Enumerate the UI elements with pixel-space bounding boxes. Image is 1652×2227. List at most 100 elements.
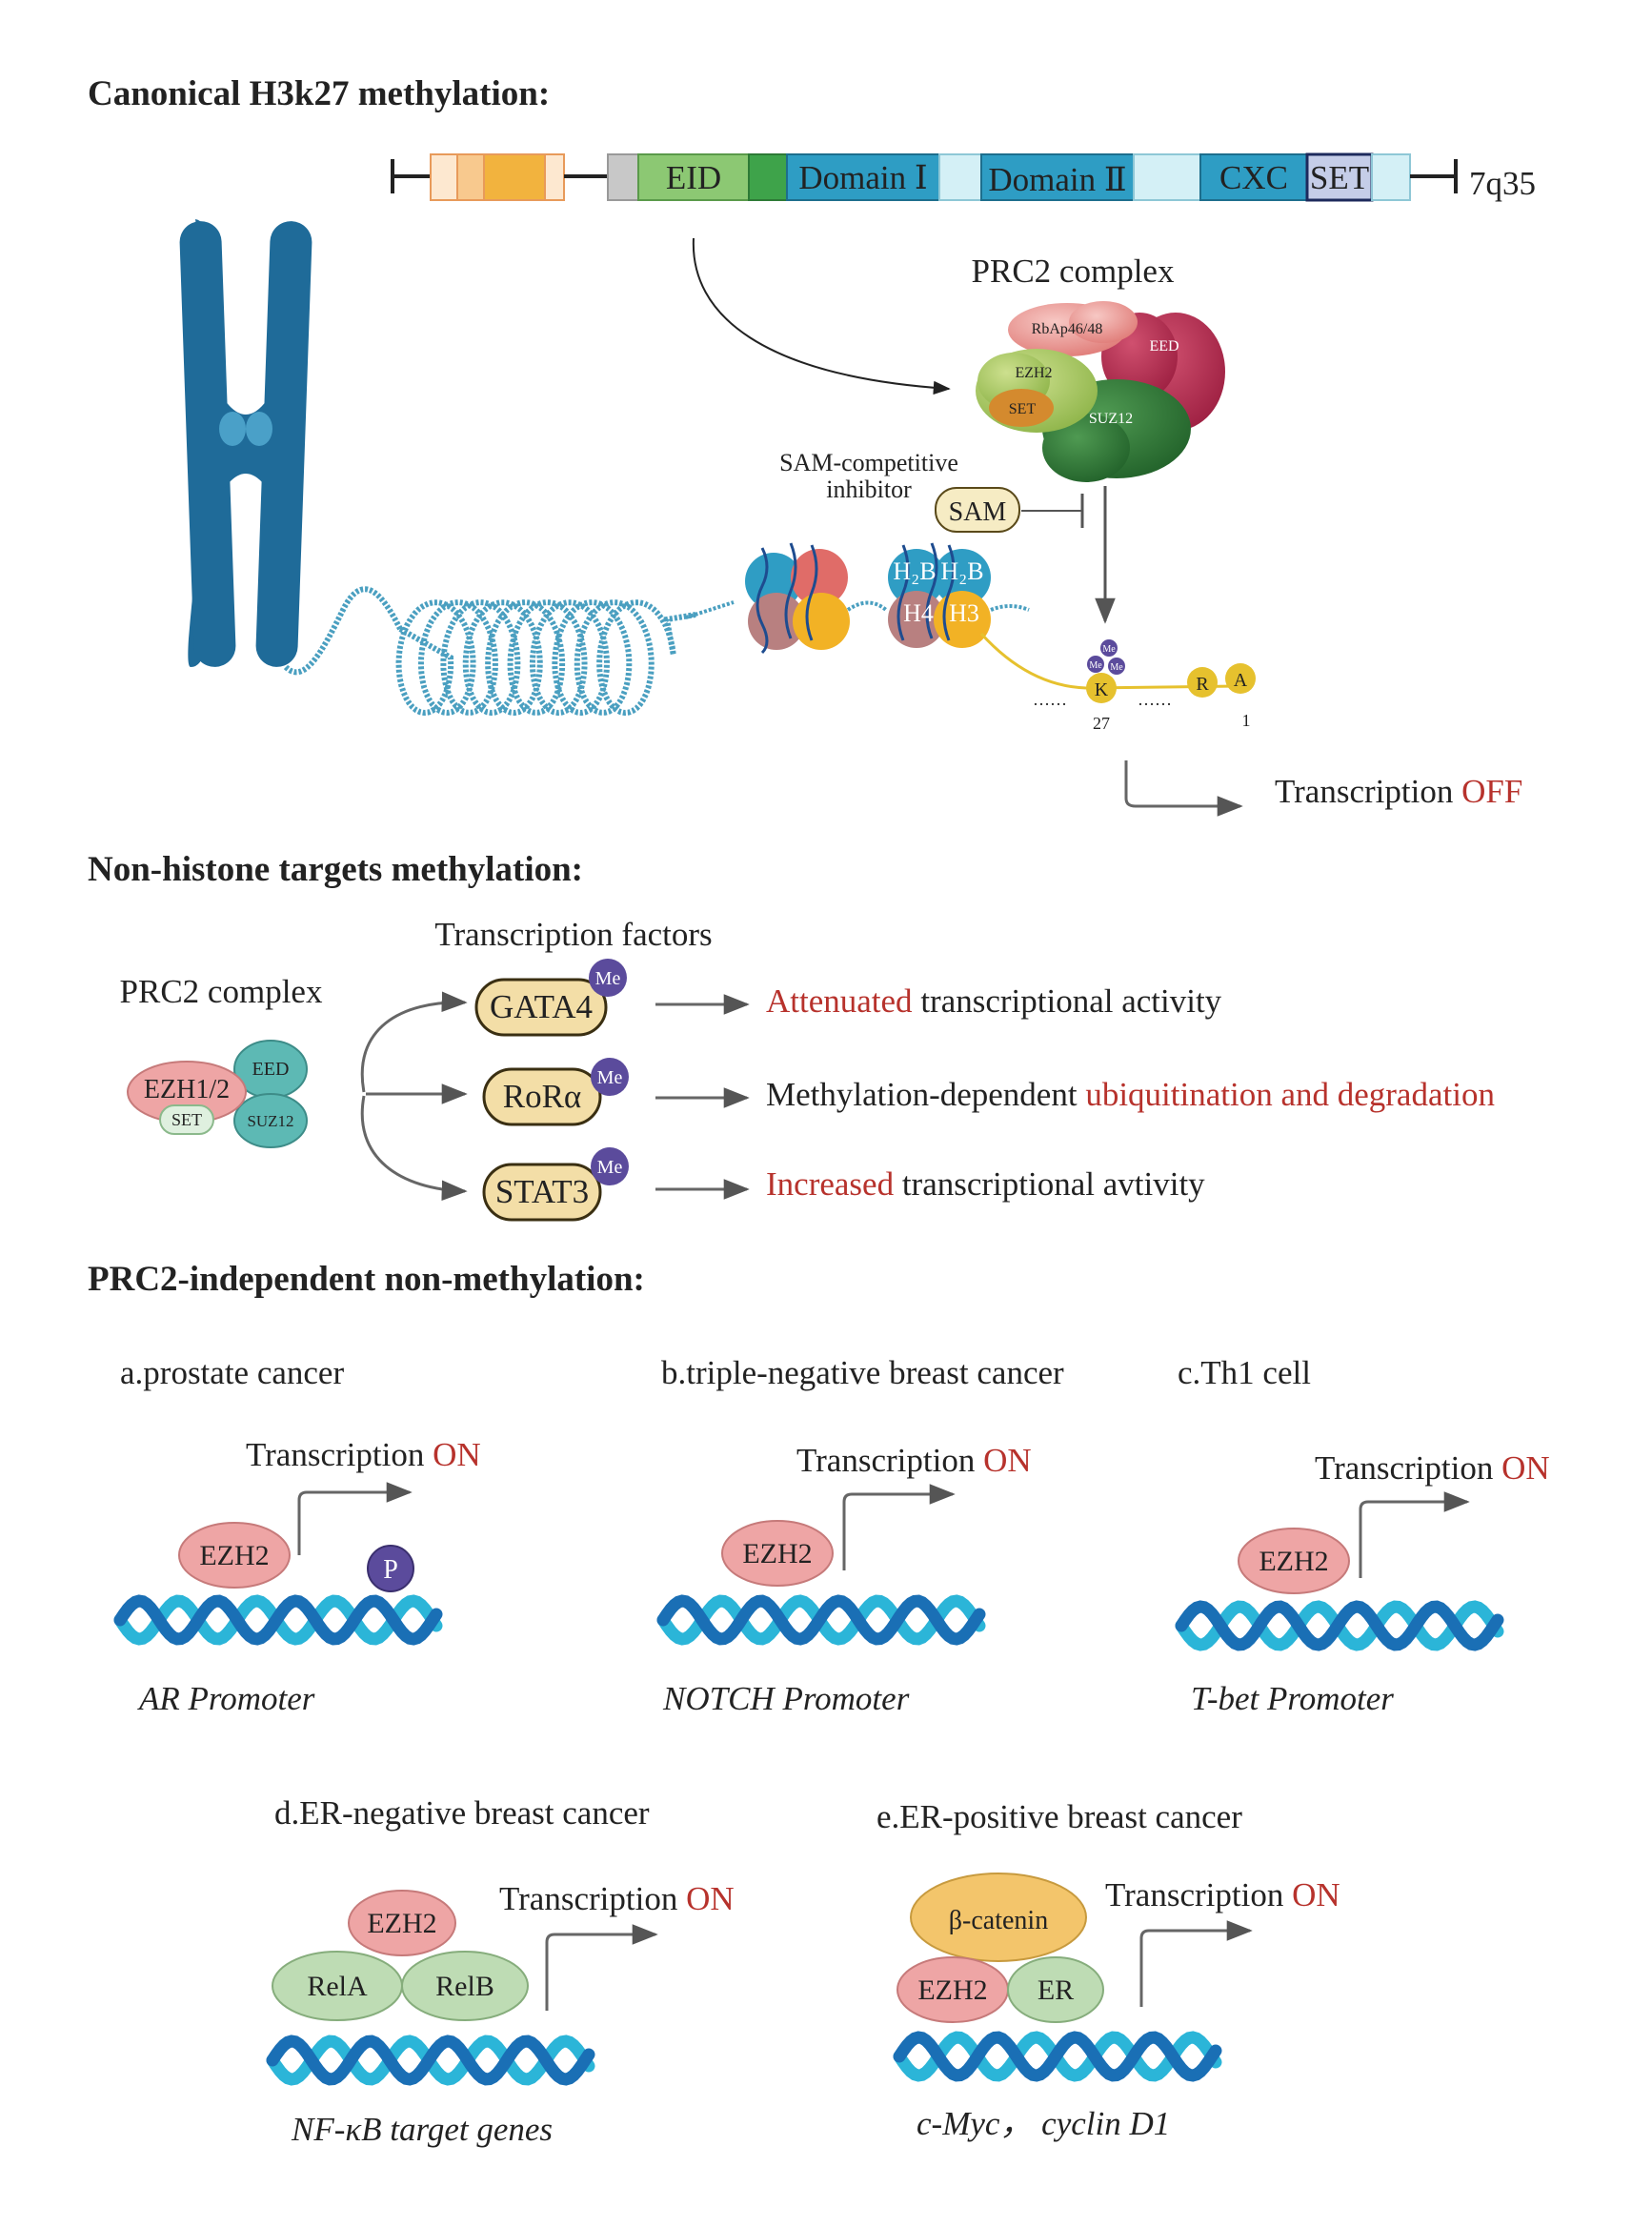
residue-a-label: A bbox=[1234, 670, 1248, 691]
case-e-right-label: ER bbox=[1038, 1974, 1074, 2006]
residue-r bbox=[1187, 667, 1218, 698]
case-d-transcription: Transcription ON bbox=[499, 1880, 735, 1917]
me-mark-3 bbox=[1108, 658, 1125, 675]
residue-pos-1: 1 bbox=[1242, 711, 1251, 730]
tf-title: Transcription factors bbox=[434, 916, 712, 953]
case-d-promoter: NF-κB target genes bbox=[291, 2111, 553, 2148]
me-mark-2 bbox=[1087, 656, 1104, 673]
case-e-left-label: EZH2 bbox=[917, 1974, 987, 2006]
case-b-protein bbox=[721, 1520, 834, 1587]
case-a-phospho-label: P bbox=[383, 1555, 398, 1585]
case-b-transcription: Transcription ON bbox=[796, 1442, 1032, 1479]
me-stat3: Me bbox=[597, 1157, 623, 1178]
tf-stat3 bbox=[482, 1147, 629, 1222]
case-d-left-label: RelA bbox=[307, 1971, 368, 2002]
residue-k-label: K bbox=[1095, 679, 1109, 700]
case-b-title: b.triple-negative breast cancer bbox=[661, 1354, 1064, 1391]
case-a-promoter: AR Promoter bbox=[137, 1680, 315, 1717]
gene-to-complex-arrow bbox=[692, 237, 951, 395]
prc2-title-top: PRC2 complex bbox=[972, 253, 1175, 290]
branch-arrow-stat3 bbox=[360, 1095, 468, 1202]
me-text-3: Me bbox=[1110, 662, 1123, 673]
heading-non-histone: Non-histone targets methylation: bbox=[88, 850, 583, 889]
sam-label: SAM bbox=[949, 497, 1007, 527]
outcome-stat3: Increased transcriptional avtivity bbox=[766, 1165, 1205, 1203]
case-d-dna bbox=[266, 2035, 595, 2086]
case-e-title: e.ER-positive breast cancer bbox=[876, 1798, 1242, 1835]
case-d-top bbox=[348, 1890, 456, 1956]
tf-gata4 bbox=[474, 959, 627, 1037]
transcription-off-arrow bbox=[1124, 760, 1243, 817]
case-e-right bbox=[1007, 1956, 1104, 2023]
sam-caption-2: inhibitor bbox=[826, 476, 912, 503]
case-c-promoter: T-bet Promoter bbox=[1191, 1680, 1394, 1717]
case-c-arrow bbox=[1359, 1491, 1470, 1578]
case-a-dna bbox=[113, 1594, 443, 1646]
subunit-eed-top: EED bbox=[1149, 338, 1179, 354]
residue-k bbox=[1086, 673, 1117, 703]
case-d-right bbox=[401, 1951, 529, 2021]
me-text-1: Me bbox=[1102, 644, 1116, 655]
histone-h2b-a: H₂B bbox=[893, 557, 936, 585]
case-a-protein-label: EZH2 bbox=[199, 1540, 269, 1571]
domain-set: SET bbox=[1310, 159, 1369, 196]
me-mark-1 bbox=[1100, 639, 1118, 657]
nucleosome-right bbox=[888, 542, 991, 648]
tail-dots-left: …… bbox=[1033, 690, 1067, 709]
case-c-transcription: Transcription ON bbox=[1315, 1449, 1550, 1487]
tf-stat3-label: STAT3 bbox=[495, 1173, 589, 1210]
tf-rora bbox=[482, 1058, 629, 1126]
tail-dots-right: …… bbox=[1138, 690, 1172, 709]
domain-eid: EID bbox=[666, 159, 721, 196]
case-a-phospho bbox=[367, 1545, 414, 1592]
case-d-right-label: RelB bbox=[435, 1971, 494, 2002]
subunit-ezh2-top: EZH2 bbox=[1015, 365, 1052, 381]
case-e-top bbox=[910, 1873, 1087, 1962]
outcome-rora: Methylation-dependent ubiquitination and… bbox=[766, 1076, 1495, 1113]
prc2-complex-icon bbox=[976, 301, 1225, 482]
case-c-dna bbox=[1175, 1600, 1504, 1651]
case-c-protein bbox=[1238, 1528, 1350, 1594]
case-e-top-label: β-catenin bbox=[949, 1906, 1048, 1935]
transcription-off-label: Transcription OFF bbox=[1275, 773, 1522, 810]
case-d-arrow bbox=[545, 1924, 658, 2011]
case-c-protein-label: EZH2 bbox=[1259, 1546, 1328, 1577]
me-gata4: Me bbox=[595, 968, 621, 989]
domain-2: Domain Ⅱ bbox=[988, 161, 1126, 198]
histone-h4: H4 bbox=[903, 599, 934, 627]
case-e-promoter: c-Myc， cyclin D1 bbox=[917, 2105, 1170, 2142]
domain-cxc: CXC bbox=[1219, 159, 1288, 196]
nucleosome-left bbox=[745, 542, 850, 655]
heading-independent: PRC2-independent non-methylation: bbox=[88, 1260, 645, 1299]
set-small-label: SET bbox=[171, 1110, 202, 1129]
me-text-2: Me bbox=[1089, 660, 1102, 671]
case-d-top-label: EZH2 bbox=[367, 1908, 436, 1939]
chromatin-coil bbox=[395, 598, 696, 717]
case-e-arrow bbox=[1139, 1920, 1253, 2007]
chromatin-strand bbox=[283, 586, 403, 676]
residue-pos-27: 27 bbox=[1093, 714, 1110, 733]
branch-arrow-gata4 bbox=[360, 991, 468, 1093]
suz12-small-label: SUZ12 bbox=[247, 1112, 293, 1130]
case-a-protein bbox=[178, 1522, 291, 1589]
subunit-set-top: SET bbox=[1009, 401, 1037, 417]
case-b-arrow bbox=[842, 1484, 956, 1570]
complex-title-mid: PRC2 complex bbox=[120, 973, 323, 1010]
linker-dna bbox=[685, 600, 888, 619]
gene-structure bbox=[391, 152, 1458, 202]
case-c-title: c.Th1 cell bbox=[1178, 1354, 1311, 1391]
prc2-complex-small bbox=[127, 1040, 308, 1148]
locus-label: 7q35 bbox=[1469, 165, 1536, 202]
case-b-dna bbox=[656, 1594, 986, 1646]
residue-r-label: R bbox=[1196, 674, 1209, 695]
histone-tail bbox=[979, 632, 1239, 690]
histone-h2b-b: H₂B bbox=[940, 557, 983, 585]
ezh12-label: EZH1/2 bbox=[144, 1075, 230, 1104]
linker-dna-2 bbox=[990, 604, 1030, 612]
case-e-dna bbox=[893, 2031, 1222, 2082]
case-a-transcription: Transcription ON bbox=[246, 1436, 481, 1473]
chromosome-icon bbox=[179, 219, 312, 667]
eed-small-label: EED bbox=[252, 1059, 290, 1080]
subunit-suz12-top: SUZ12 bbox=[1089, 411, 1133, 427]
